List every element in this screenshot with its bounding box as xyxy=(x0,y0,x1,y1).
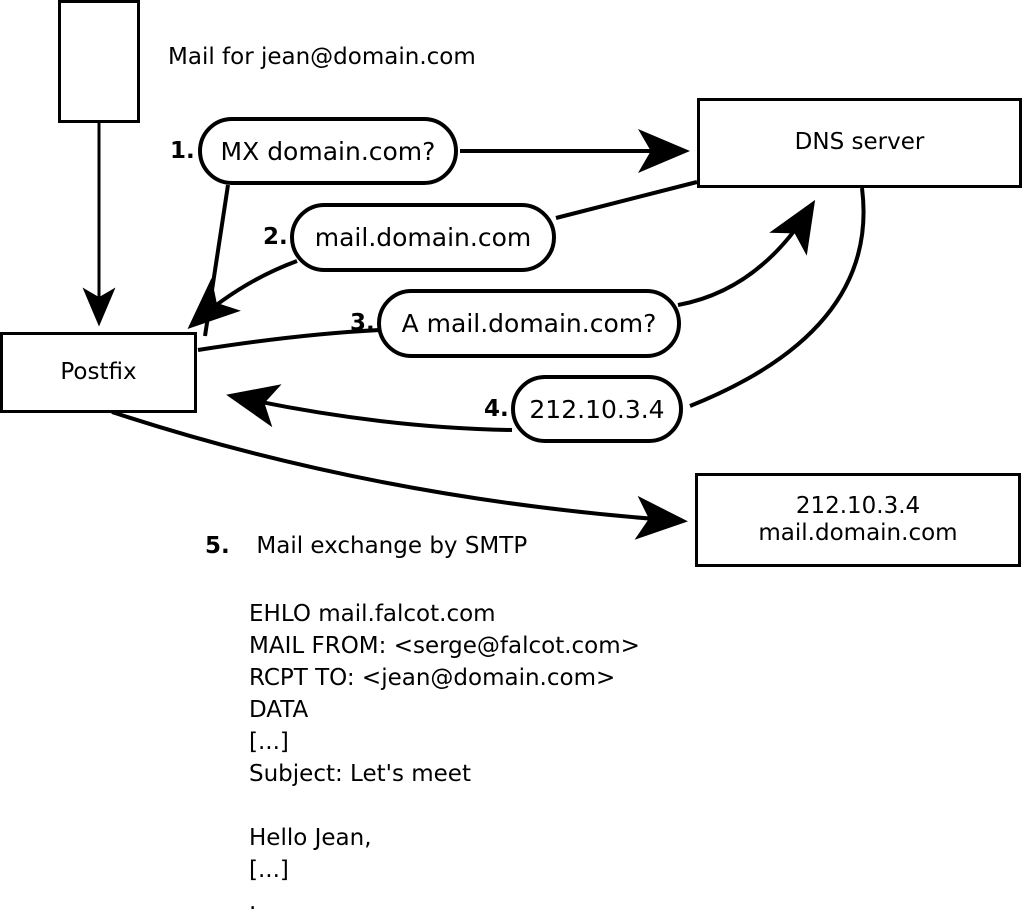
node-destination-host: mail.domain.com xyxy=(758,520,958,546)
step-pill-2-label: mail.domain.com xyxy=(314,223,532,252)
transcript-line: DATA xyxy=(249,697,309,723)
transcript-line: RCPT TO: <jean@domain.com> xyxy=(249,665,616,691)
node-dns-server[interactable]: DNS server xyxy=(697,98,1022,188)
step-pill-1-label: MX domain.com? xyxy=(220,136,436,166)
step-pill-4[interactable]: 212.10.3.4 xyxy=(511,375,683,443)
step-number-1: 1. xyxy=(170,138,195,164)
node-sender-box xyxy=(58,0,140,123)
step-pill-3[interactable]: A mail.domain.com? xyxy=(377,289,681,358)
step-pill-2[interactable]: mail.domain.com xyxy=(290,203,556,272)
node-destination-server[interactable]: 212.10.3.4 mail.domain.com xyxy=(695,473,1021,567)
transcript-line: MAIL FROM: <serge@falcot.com> xyxy=(249,633,640,659)
node-dns-label: DNS server xyxy=(794,129,925,156)
node-postfix[interactable]: Postfix xyxy=(0,332,197,413)
transcript-line: [...] xyxy=(249,729,289,755)
step-number-3: 3. xyxy=(350,310,375,336)
step-number-5: 5. xyxy=(205,533,230,559)
node-destination-ip: 212.10.3.4 xyxy=(795,492,921,519)
step5-label-text: Mail exchange by SMTP xyxy=(256,533,528,559)
step5-caption: 5. Mail exchange by SMTP xyxy=(205,533,527,559)
step-pill-4-label: 212.10.3.4 xyxy=(529,394,665,424)
header-note: Mail for jean@domain.com xyxy=(168,44,476,70)
step-number-2: 2. xyxy=(263,224,288,250)
arrow-step4-to-postfix xyxy=(226,384,513,432)
arrow-step3-to-dns xyxy=(677,199,816,307)
line-dns-to-step2 xyxy=(555,180,698,220)
transcript-line: . xyxy=(249,889,257,915)
step-number-4: 4. xyxy=(484,396,509,422)
step-pill-1[interactable]: MX domain.com? xyxy=(198,117,458,185)
transcript-line: Hello Jean, xyxy=(249,825,372,851)
line-postfix-to-step3 xyxy=(197,328,381,352)
line-dns-to-step4 xyxy=(689,187,866,408)
transcript-line xyxy=(249,790,640,822)
transcript-line: [...] xyxy=(249,857,289,883)
arrow-postfix-to-destination xyxy=(111,410,688,540)
arrow-step2-to-postfix xyxy=(187,259,298,330)
step-pill-3-label: A mail.domain.com? xyxy=(401,309,657,338)
transcript-line: Subject: Let's meet xyxy=(249,761,471,787)
transcript-line: EHLO mail.falcot.com xyxy=(249,601,496,627)
node-postfix-label: Postfix xyxy=(60,358,137,385)
